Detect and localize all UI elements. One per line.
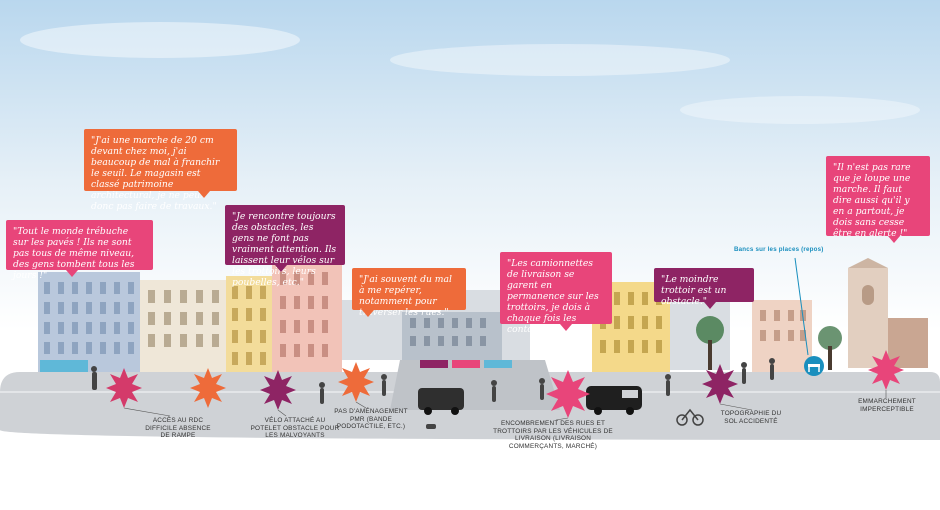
quote-text: "Le moindre trottoir est un obstacle." [661, 274, 727, 307]
label-pmr: Pas d'aménagement PMR (bande podotactile… [334, 408, 408, 430]
obstacle-marker-4 [338, 362, 374, 402]
quote-text: "J'ai souvent du mal à me repérer, notam… [359, 274, 452, 318]
cyclist [676, 408, 704, 426]
obstacle-marker-5 [546, 370, 590, 418]
benches-pointer [794, 257, 809, 356]
label-bike-obstacle: Vélo attaché au potelet obstacle pour le… [250, 417, 340, 439]
church-tower [848, 258, 928, 368]
quote-text: "Les camionnettes de livraison se garent… [507, 258, 599, 335]
building-pink [272, 262, 342, 392]
label-leaders [123, 390, 887, 421]
building-blue [38, 272, 140, 390]
quote-bubble-obstacles: "Je rencontre toujours des obstacles, le… [225, 205, 345, 288]
market-stalls [420, 360, 512, 368]
quote-text: "Tout le monde trébuche sur les pavés ! … [13, 226, 135, 281]
quote-bubble-steps: "Il n'est pas rare que je loupe une marc… [826, 156, 930, 243]
delivery-van-right [586, 386, 642, 415]
quote-text: "Il n'est pas rare que je loupe une marc… [833, 162, 911, 239]
label-benches: Bancs sur les places (repos) [734, 246, 824, 253]
building-grey-mid [402, 312, 502, 360]
obstacle-marker-2 [190, 368, 226, 408]
label-ground-floor-access: Accès au RDC difficile absence de rampe [145, 417, 211, 439]
trees [696, 316, 842, 370]
quote-bubble-curb: "Le moindre trottoir est un obstacle." [654, 268, 754, 309]
obstacle-marker-6 [702, 364, 738, 404]
pedestrians [91, 358, 775, 404]
obstacle-marker-7 [868, 350, 904, 390]
delivery-van-left [418, 388, 464, 415]
quote-bubble-delivery: "Les camionnettes de livraison se garent… [500, 252, 612, 335]
bench-icon [804, 356, 824, 376]
label-imperceptible-step: Emmarchement imperceptible [858, 398, 916, 413]
quote-text: "J'ai une marche de 20 cm devant chez mo… [91, 135, 220, 212]
label-uneven-ground: Topographie du sol accidenté [720, 410, 782, 425]
label-delivery-congestion: Encombrement des rues et trottoirs par l… [493, 420, 613, 450]
obstacle-marker-3 [260, 370, 296, 410]
dog [426, 424, 436, 429]
quote-text: "Je rencontre toujours des obstacles, le… [232, 211, 337, 288]
quote-bubble-step: "J'ai une marche de 20 cm devant chez mo… [84, 129, 237, 212]
obstacle-marker-1 [106, 368, 142, 408]
building-peach-right [752, 300, 812, 372]
quote-bubble-orientation: "J'ai souvent du mal à me repérer, notam… [352, 268, 466, 318]
quote-bubble-paving: "Tout le monde trébuche sur les pavés ! … [6, 220, 153, 281]
